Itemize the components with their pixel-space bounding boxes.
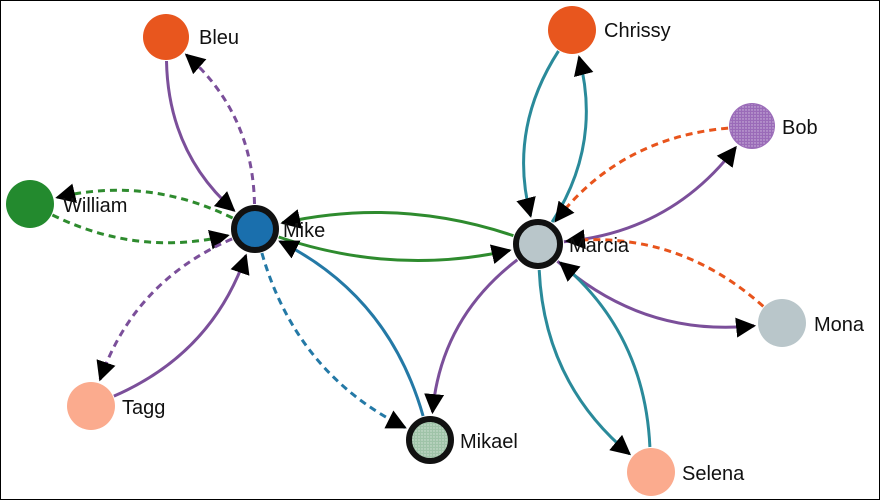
edge-mikael-to-mike <box>278 240 425 417</box>
node-william-circle[interactable] <box>6 180 54 228</box>
node-mona-circle[interactable] <box>758 299 806 347</box>
edge-marcia-to-selena <box>537 269 632 456</box>
edge-bleu-to-mike <box>165 60 236 212</box>
edge-marcia-to-bob <box>563 145 737 244</box>
edge-marcia-to-mikael <box>424 258 519 415</box>
edge-tagg-to-mike <box>113 253 250 398</box>
node-marcia-label: Marcia <box>569 235 630 257</box>
node-william[interactable]: William <box>6 180 127 228</box>
edge-mike-to-bleu <box>184 53 256 205</box>
node-mikael-texture <box>412 422 448 458</box>
node-tagg-label: Tagg <box>122 397 165 419</box>
node-bob[interactable]: Bob <box>729 103 818 149</box>
node-bleu[interactable]: Bleu <box>143 14 239 60</box>
node-chrissy-circle[interactable] <box>548 6 596 54</box>
node-bleu-circle[interactable] <box>143 14 189 60</box>
node-selena-circle[interactable] <box>627 448 675 496</box>
node-mike-circle[interactable] <box>231 205 279 253</box>
edge-chrissy-to-marcia <box>516 50 560 218</box>
node-tagg-circle[interactable] <box>67 382 115 430</box>
node-mona-label: Mona <box>814 314 865 336</box>
edge-mike-to-marcia <box>278 235 512 264</box>
edge-marcia-to-mike <box>280 209 514 238</box>
node-mikael-label: Mikael <box>460 431 518 453</box>
links-layer <box>51 50 765 456</box>
node-mona[interactable]: Mona <box>758 299 865 347</box>
edge-selena-to-marcia <box>558 261 652 448</box>
node-bob-texture <box>730 104 774 148</box>
edge-marcia-to-mona <box>556 260 757 338</box>
edge-mike-to-william <box>55 183 234 220</box>
node-selena-label: Selena <box>682 463 745 485</box>
node-mike-label: Mike <box>283 220 325 242</box>
edge-marcia-to-chrissy <box>550 55 594 223</box>
edge-mike-to-tagg <box>96 237 233 382</box>
edge-mona-to-marcia <box>564 229 765 308</box>
node-bob-label: Bob <box>782 117 818 139</box>
node-marcia[interactable]: Marcia <box>513 219 630 269</box>
node-tagg[interactable]: Tagg <box>67 382 165 430</box>
node-chrissy-label: Chrissy <box>604 20 671 42</box>
edge-bob-to-marcia <box>554 126 729 223</box>
node-mike[interactable]: Mike <box>231 205 325 253</box>
node-bleu-label: Bleu <box>199 27 239 49</box>
node-william-label: William <box>63 195 127 217</box>
node-mikael[interactable]: Mikael <box>406 416 518 464</box>
node-chrissy[interactable]: Chrissy <box>548 6 671 54</box>
edge-mike-to-mikael <box>260 252 407 429</box>
node-marcia-circle[interactable] <box>513 219 563 269</box>
edge-william-to-mike <box>51 213 230 250</box>
node-selena[interactable]: Selena <box>627 448 745 496</box>
